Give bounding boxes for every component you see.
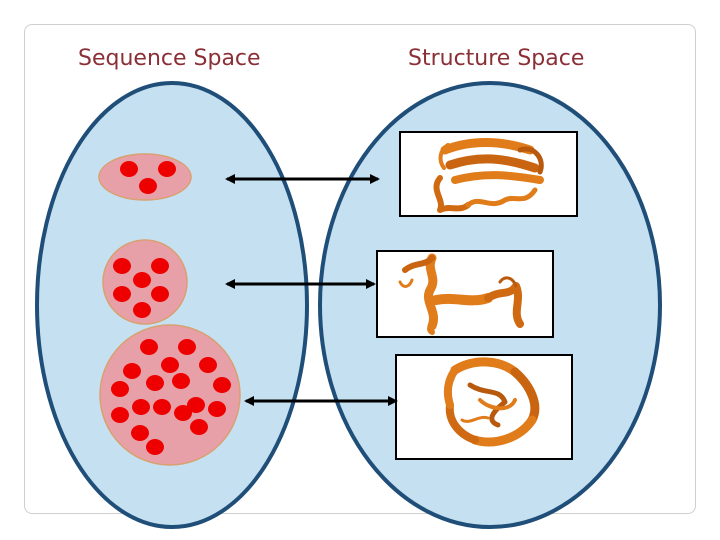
sequence-dot xyxy=(178,339,196,355)
sequence-dot xyxy=(199,357,217,373)
sequence-dot xyxy=(113,258,131,274)
sequence-dot xyxy=(123,363,141,379)
sequence-dot xyxy=(120,161,138,177)
structure-space-heading: Structure Space xyxy=(408,46,585,71)
sequence-dot xyxy=(131,425,149,441)
sequence-dot xyxy=(146,375,164,391)
sequence-dot xyxy=(190,419,208,435)
sequence-dot xyxy=(174,405,192,421)
sequence-dot xyxy=(111,407,129,423)
protein-structure-3 xyxy=(443,357,540,447)
sequence-dot xyxy=(133,272,151,288)
sequence-dot xyxy=(161,357,179,373)
sequence-dot xyxy=(153,399,171,415)
sequence-dot xyxy=(111,381,129,397)
sequence-dot xyxy=(113,286,131,302)
sequence-dot xyxy=(213,377,231,393)
structure-box-3 xyxy=(395,354,573,460)
sequence-dot xyxy=(140,339,158,355)
sequence-dot xyxy=(151,258,169,274)
sequence-dot xyxy=(172,373,190,389)
sequence-dots xyxy=(111,161,231,455)
sequence-dot xyxy=(151,286,169,302)
sequence-dot xyxy=(208,401,226,417)
sequence-dot xyxy=(187,397,205,413)
structure-box-2 xyxy=(376,250,554,338)
sequence-dot xyxy=(133,302,151,318)
sequence-dot xyxy=(146,439,164,455)
sequence-space-heading: Sequence Space xyxy=(78,46,261,71)
sequence-dot xyxy=(158,161,176,177)
sequence-dot xyxy=(139,178,157,194)
protein-structure-1 xyxy=(433,138,544,213)
sequence-dot xyxy=(132,399,150,415)
protein-structure-2 xyxy=(398,253,524,335)
